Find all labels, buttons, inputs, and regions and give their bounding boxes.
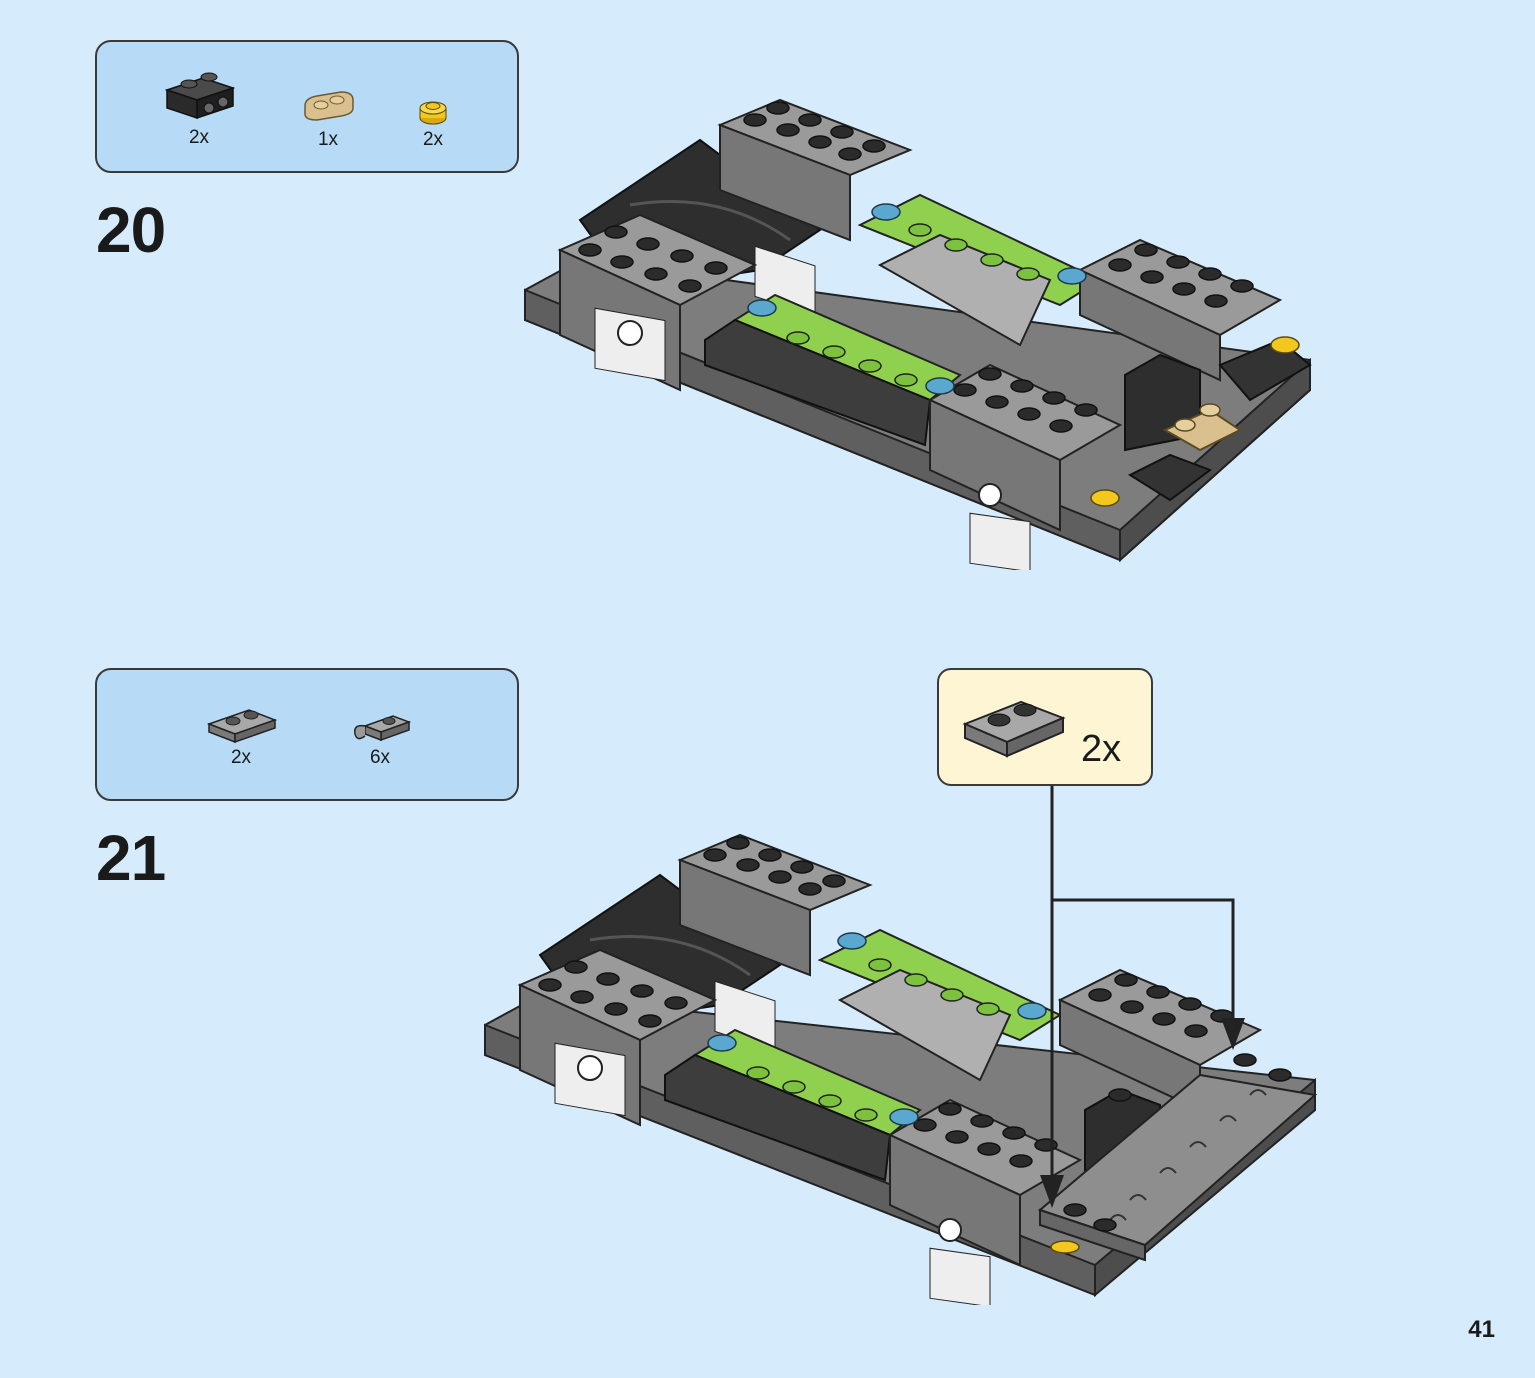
step-21-part-2-qty: 6x <box>369 747 391 768</box>
step-21-model <box>484 833 1318 1305</box>
page-number: 41 <box>1468 1316 1495 1343</box>
step-20-part-2-qty: 1x <box>317 129 339 150</box>
step-21-part-1-qty: 2x <box>230 747 252 768</box>
step-20-part-3-qty: 2x <box>422 129 444 150</box>
step-21-number: 21 <box>96 822 166 894</box>
step-21-callout: 2x <box>937 668 1153 786</box>
black-bracket-plate-icon <box>164 72 235 120</box>
gray-1x2-plate-icon <box>206 709 277 744</box>
step-20-part-1-qty: 2x <box>188 127 210 148</box>
step-21-part-1: 2x <box>205 702 277 768</box>
yellow-round-plate-icon <box>419 101 447 125</box>
gray-1x2-plate-icon <box>962 700 1066 758</box>
step-20-part-1: 2x <box>163 68 235 148</box>
gray-clip-plate-icon <box>353 715 411 742</box>
step-20-part-2: 1x <box>299 88 357 150</box>
step-21-parts-box: 2x 6x <box>95 668 519 801</box>
step-21-callout-qty: 2x <box>1081 728 1122 770</box>
step-20-model <box>524 98 1312 570</box>
tan-1x2-round-plate-icon <box>304 91 354 121</box>
step-20-part-3: 2x <box>416 96 450 150</box>
step-21-part-2: 6x <box>349 706 411 768</box>
step-20-parts-box: 2x 1x 2x <box>95 40 519 173</box>
step-20-number: 20 <box>96 194 166 266</box>
